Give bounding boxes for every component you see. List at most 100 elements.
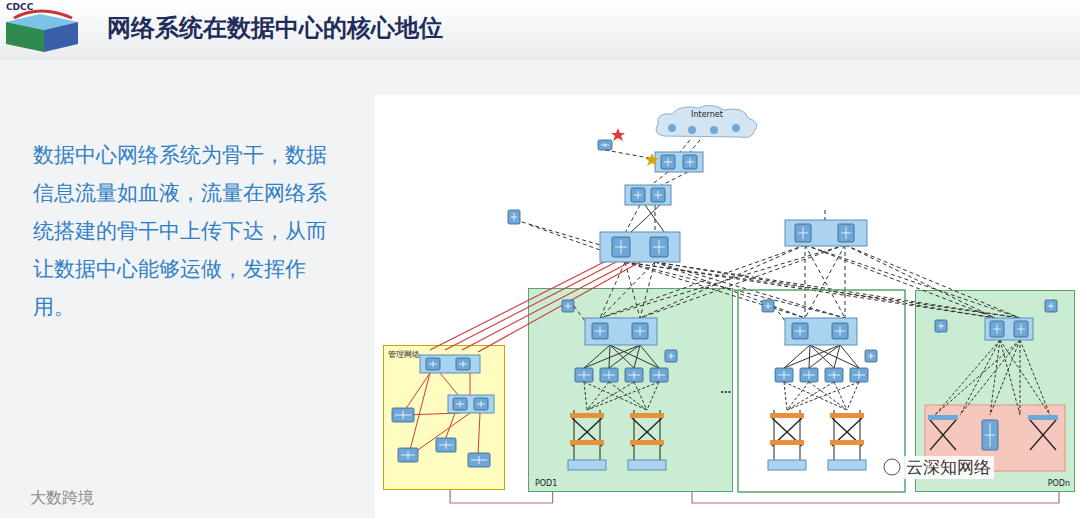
logo-icon <box>6 11 78 52</box>
watermark: 云深知网络 <box>903 456 994 479</box>
switch-icon <box>795 224 811 242</box>
router-icon <box>710 126 718 134</box>
internet-cloud: Internet <box>652 104 762 140</box>
diagram-panel <box>375 95 1080 518</box>
switch-icon <box>625 368 643 382</box>
link-line <box>470 373 471 395</box>
switch-icon <box>453 398 467 410</box>
link-line <box>415 413 470 452</box>
link-line <box>634 382 647 410</box>
node-label: Internet <box>691 110 723 120</box>
link-line <box>647 382 659 410</box>
link-line <box>935 340 1020 415</box>
switch-icon <box>592 323 608 339</box>
ellipsis-mark: ... <box>720 384 731 395</box>
link-line <box>640 262 655 318</box>
rack-bar <box>928 415 958 420</box>
switch-icon <box>436 438 456 452</box>
device-group <box>600 232 680 262</box>
link-line <box>462 262 630 350</box>
link-line <box>825 210 826 220</box>
switch-icon <box>392 408 414 422</box>
logo-text: CDCC <box>6 2 33 12</box>
link-line <box>960 340 1020 415</box>
link-line <box>960 340 1000 415</box>
link-line <box>930 420 956 450</box>
switch-icon <box>1045 300 1057 312</box>
node-label: PODn <box>1048 479 1070 489</box>
link-line <box>610 345 659 368</box>
star-mark <box>645 153 659 166</box>
link-line <box>1030 420 1056 450</box>
router-icon <box>732 124 740 132</box>
switch-icon <box>612 237 630 257</box>
router-icon <box>668 124 676 132</box>
link-line <box>690 140 700 152</box>
link-line <box>587 382 659 410</box>
switch-icon <box>632 323 648 339</box>
link-line <box>530 225 600 250</box>
pod-zone-outline <box>738 290 905 492</box>
link-line <box>584 382 647 410</box>
device-group <box>448 395 494 413</box>
link-line <box>640 345 659 368</box>
header-band <box>0 0 1080 60</box>
switch-icon <box>650 237 668 257</box>
device-group <box>625 185 671 205</box>
switch-icon <box>683 155 697 169</box>
switch-icon <box>661 155 675 169</box>
node-label: POD1 <box>535 479 557 489</box>
switch-icon <box>474 398 488 410</box>
device-group <box>420 355 480 373</box>
switch-icon <box>600 368 618 382</box>
pod-zone-fill <box>739 291 904 491</box>
device-group <box>785 220 867 246</box>
link-line <box>609 382 647 410</box>
switch-icon <box>838 224 854 242</box>
switch-icon <box>650 368 668 382</box>
link-line <box>625 205 640 233</box>
link-line <box>478 413 480 455</box>
server-group <box>628 460 666 470</box>
switch-icon <box>1014 321 1028 337</box>
link-line <box>1020 340 1021 415</box>
switch-icon <box>575 368 593 382</box>
cloud-outline <box>652 104 762 140</box>
link-line <box>445 260 620 350</box>
wechat-icon <box>884 459 900 475</box>
switch-icon <box>990 321 1004 337</box>
link-line <box>990 340 1020 415</box>
link-line <box>660 172 688 186</box>
switch-icon <box>665 350 677 362</box>
cloud-shape <box>656 105 757 137</box>
link-line <box>630 205 660 233</box>
body-paragraph: 数据中心网络系统为骨干，数据信息流量如血液，流量在网络系统搭建的骨干中上传下达，… <box>33 136 333 326</box>
switch-icon <box>598 140 612 150</box>
star-mark <box>611 128 625 141</box>
switch-icon <box>651 188 665 202</box>
switch-icon <box>631 188 645 202</box>
link-line <box>440 373 458 395</box>
link-line <box>515 220 600 245</box>
switch-icon <box>982 420 998 450</box>
link-line <box>600 262 625 318</box>
rack-bar <box>630 413 664 418</box>
device-group <box>655 152 703 172</box>
watermark: 大数跨境 <box>30 488 94 509</box>
switch-icon <box>468 453 490 467</box>
link-line <box>1000 340 1050 415</box>
link-line <box>609 345 610 368</box>
device-group <box>585 318 657 345</box>
connector-line <box>692 492 1059 503</box>
link-line <box>680 140 690 152</box>
link-line <box>584 382 587 410</box>
router-icon <box>688 126 696 134</box>
link-line <box>445 413 455 440</box>
switch-icon <box>562 300 574 312</box>
rack-bar <box>570 413 604 418</box>
switch-icon <box>508 210 520 224</box>
switch-icon <box>426 358 440 370</box>
rack-bar <box>1028 415 1058 420</box>
link-line <box>1020 340 1050 415</box>
link-line <box>610 345 634 368</box>
